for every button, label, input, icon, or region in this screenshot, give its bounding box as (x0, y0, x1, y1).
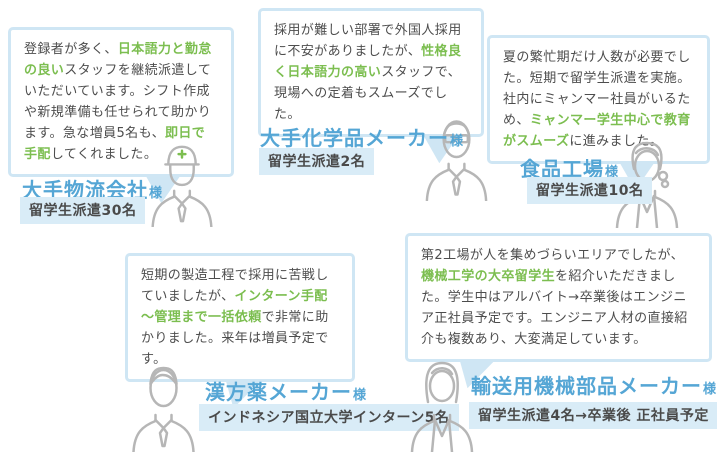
quote-highlight-text: 機械工学の大卒留学生 (421, 269, 556, 285)
company-name-text: 大手化学品メーカー (260, 126, 449, 150)
quote-highlight-text: インターン手配～管理まで一括依頼 (141, 289, 328, 326)
speech-bubble: 登録者が多く、日本語力と勤怠の良いスタッフを継続派遣していただいています。シフト… (8, 27, 234, 204)
company-honorific: 様 (149, 186, 164, 201)
company-name: 大手化学品メーカー様 (260, 122, 464, 151)
quote-text: してくれました。 (50, 147, 158, 163)
company-name-text: 漢方薬メーカー (205, 380, 352, 404)
quote-highlight-text: ミャンマー学生中心で教育がスムーズ (503, 113, 691, 150)
headcount-badge: 留学生派遣30名 (20, 197, 146, 224)
quote-text: 登録者が多く、 (24, 42, 118, 57)
construction-worker-avatar-icon (146, 139, 218, 227)
woman-long-hair-avatar-icon (406, 356, 478, 452)
headcount-badge: インドネシア国立大学インターン5名 (199, 404, 459, 431)
quote-text: 採用が難しい部署で外国人採用に不安がありましたが、 (274, 23, 462, 60)
quote-highlight-text: 性格良く日本語力の高い (274, 44, 462, 81)
company-name-text: 輸送用機械部品メーカー (471, 374, 702, 398)
company-name: 輸送用機械部品メーカー様 (471, 370, 717, 399)
testimonial-quote: 第2工場が人を集めづらいエリアでしたが、機械工学の大卒留学生を紹介いただきました… (421, 245, 696, 350)
speech-bubble: 採用が難しい部署で外国人採用に不安がありましたが、性格良く日本語力の高いスタッフ… (258, 8, 484, 164)
quote-text: 夏の繁忙期だけ人数が必要でした。短期で留学生派遣を実施。社内にミャンマー社員がい… (503, 50, 691, 129)
headcount-badge: 留学生派遣4名→卒業後 正社員予定 (469, 402, 717, 429)
quote-highlight-text: 即日で手配 (24, 126, 206, 163)
quote-text: を紹介いただきました。学生中はアルバイト→卒業後はエンジニア正社員予定です。エン… (421, 269, 688, 348)
company-honorific: 様 (450, 134, 465, 149)
company-name: 漢方薬メーカー様 (205, 376, 367, 405)
testimonial-quote: 採用が難しい部署で外国人採用に不安がありましたが、性格良く日本語力の高いスタッフ… (274, 20, 468, 125)
speech-bubble: 夏の繁忙期だけ人数が必要でした。短期で留学生派遣を実施。社内にミャンマー社員がい… (487, 35, 710, 191)
headcount-badge: 留学生派遣10名 (527, 177, 653, 204)
company-honorific: 様 (605, 165, 620, 180)
quote-text: で非常に助かりました。来年は増員予定です。 (141, 310, 329, 368)
headcount-badge: 留学生派遣2名 (259, 148, 375, 175)
testimonial-quote: 夏の繁忙期だけ人数が必要でした。短期で留学生派遣を実施。社内にミャンマー社員がい… (503, 47, 694, 152)
speech-bubble: 第2工場が人を集めづらいエリアでしたが、機械工学の大卒留学生を紹介いただきました… (405, 233, 712, 389)
testimonial-quote: 登録者が多く、日本語力と勤怠の良いスタッフを継続派遣していただいています。シフト… (24, 39, 218, 165)
quote-text: 短期の製造工程で採用に苦戦していましたが、 (141, 268, 329, 305)
company-honorific: 様 (703, 382, 717, 397)
testimonial-quote: 短期の製造工程で採用に苦戦していましたが、インターン手配～管理まで一括依頼で非常… (141, 265, 339, 370)
man-avatar-icon (127, 360, 200, 452)
quote-highlight-text: 日本語力と勤怠の良い (24, 42, 212, 79)
man-glasses-avatar-icon (421, 111, 492, 201)
quote-text: 第2工場が人を集めづらいエリアでしたが、 (421, 248, 685, 263)
quote-text: スタッフで、現場への定着もスムーズでした。 (274, 65, 462, 123)
company-honorific: 様 (353, 388, 368, 403)
quote-text: スタッフを継続派遣していただいています。シフト作成や新規準備も任せられて助かりま… (24, 63, 212, 142)
